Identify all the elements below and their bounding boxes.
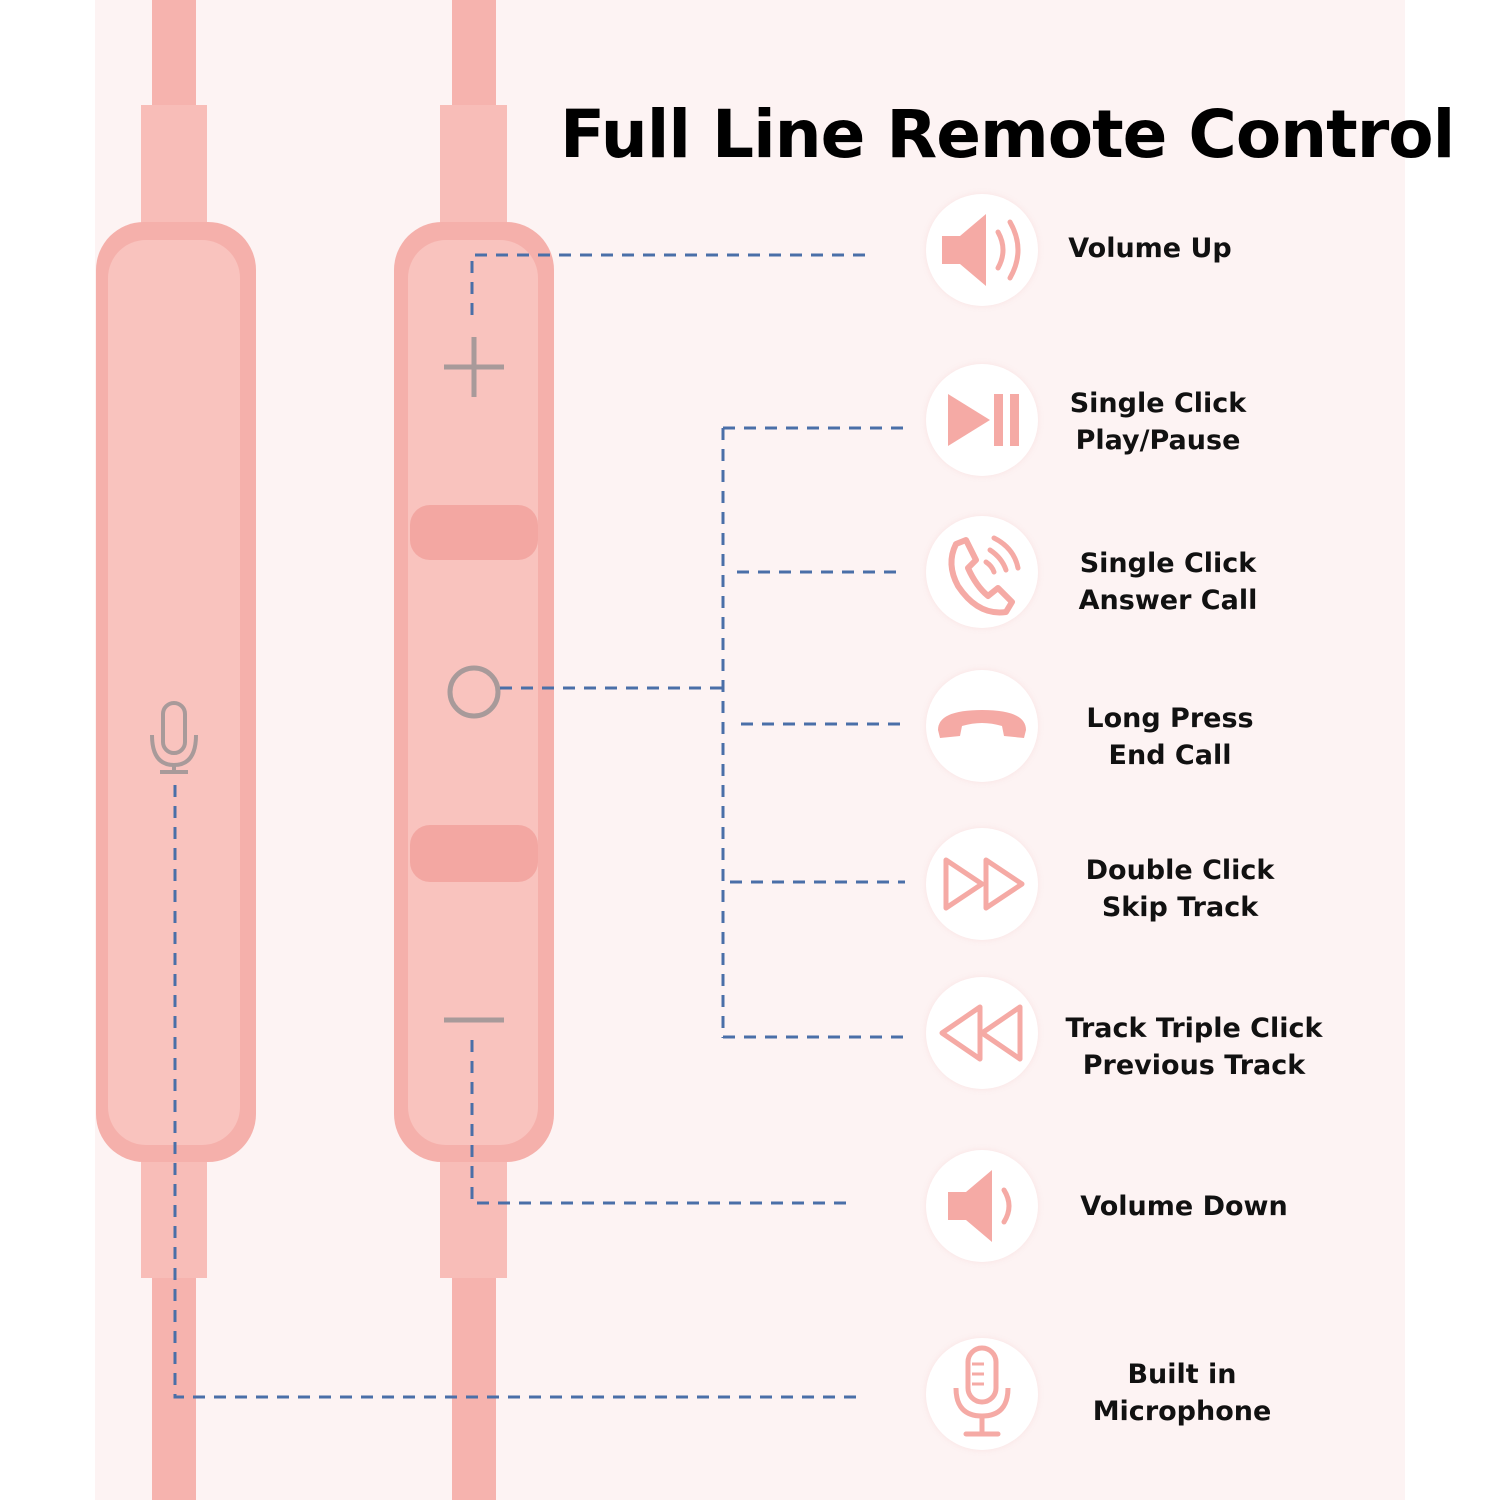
page-title: Full Line Remote Control: [560, 96, 1455, 174]
feature-label-volume-up: Volume Up: [1068, 233, 1232, 264]
remote-divider-upper: [410, 505, 538, 560]
leader-microphone: [173, 785, 858, 1399]
speaker-volume-up-icon: [926, 194, 1038, 306]
feature-label-play-pause: Single Click Play/Pause: [1069, 388, 1247, 456]
leader-volume-up: [470, 253, 870, 315]
feature-label-microphone: Built in Microphone: [1092, 1359, 1272, 1427]
phone-ringing-icon: [926, 516, 1038, 628]
left-cable-collar-top: [141, 105, 207, 230]
mic-module-face: [108, 240, 240, 1145]
module-mic-mark: [150, 701, 198, 774]
feature-label-skip-track: Double Click Skip Track: [1085, 855, 1275, 923]
rewind-icon: [926, 977, 1038, 1089]
feature-label-end-call: Long Press End Call: [1086, 703, 1254, 771]
remote-module-face: [408, 240, 538, 1145]
background-panel: [95, 0, 1405, 1500]
microphone-icon: [926, 1338, 1038, 1450]
phone-hangup-icon: [926, 670, 1038, 782]
remote-divider-lower: [410, 825, 538, 882]
feature-label-volume-down: Volume Down: [1080, 1191, 1288, 1222]
play-pause-icon: [926, 364, 1038, 476]
feature-label-previous-track: Track Triple Click Previous Track: [1065, 1013, 1323, 1081]
fast-forward-icon: [926, 828, 1038, 940]
speaker-volume-down-icon: [926, 1150, 1038, 1262]
right-cable-collar-top: [440, 105, 507, 230]
plus-mark: [444, 337, 504, 397]
feature-label-answer-call: Single Click Answer Call: [1078, 548, 1258, 616]
leader-lines: [173, 253, 910, 1399]
center-button-mark: [447, 665, 501, 719]
